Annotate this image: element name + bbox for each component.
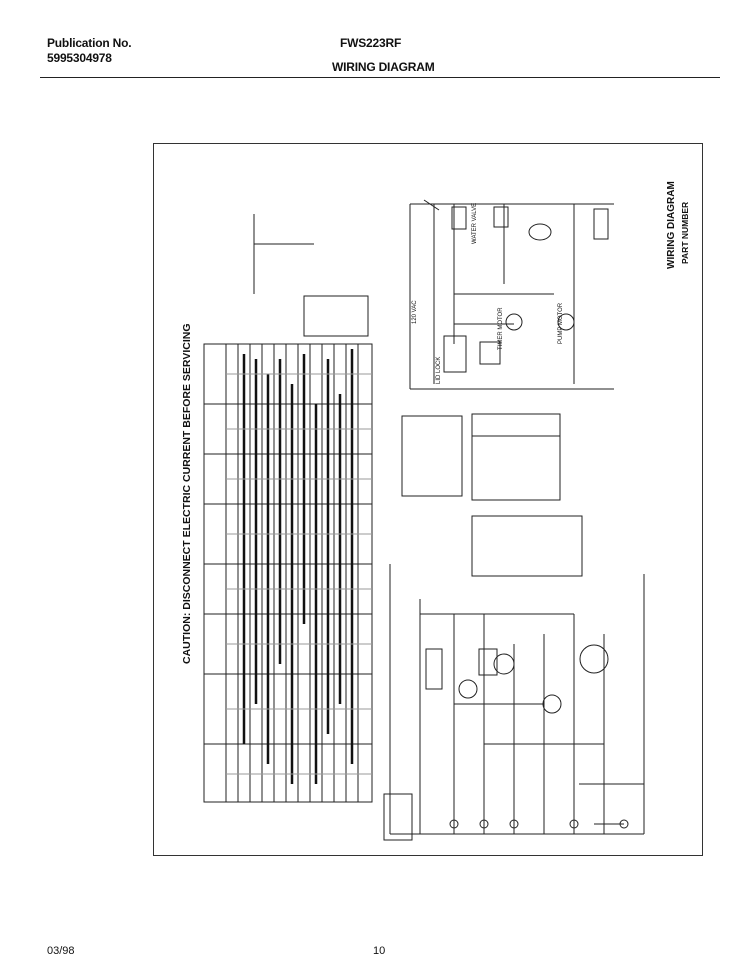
publication-label: Publication No. [47, 36, 132, 50]
caution-banner: CAUTION: DISCONNECT ELECTRIC CURRENT BEF… [181, 323, 193, 665]
lower-schematic [389, 564, 645, 835]
model-number: FWS223RF [340, 36, 402, 50]
page-number: 10 [373, 945, 386, 957]
timer-chart-sections [204, 403, 372, 745]
legend-box [303, 295, 369, 337]
water-valve-label: WATER VALVE [472, 202, 478, 244]
wiring-diagram-frame: CAUTION: DISCONNECT ELECTRIC CURRENT BEF… [153, 143, 703, 856]
revision-date: 03/98 [47, 945, 75, 957]
side-title: WIRING DIAGRAM [666, 181, 677, 269]
terminal-block [383, 793, 413, 841]
voltage-label: 120 VAC [412, 300, 418, 324]
wire-color-key [401, 413, 561, 501]
publication-number: 5995304978 [47, 51, 112, 65]
timer-motor-label: TIMER MOTOR [498, 307, 504, 350]
switch-detail-box [471, 515, 583, 577]
header-divider [40, 77, 720, 78]
pump-motor-label: PUMP MOTOR [558, 302, 564, 344]
timer-contact-bars [242, 349, 354, 784]
upper-schematic [409, 199, 614, 390]
page-title: WIRING DIAGRAM [332, 60, 435, 74]
timer-detent-marks [226, 373, 372, 775]
side-subtitle: PART NUMBER [680, 201, 690, 264]
lid-lock-label: LID LOCK [436, 356, 442, 384]
wiring-diagram-drawing [203, 199, 645, 841]
timer-chart-outline [203, 343, 373, 803]
timer-chart-columns [225, 344, 359, 802]
